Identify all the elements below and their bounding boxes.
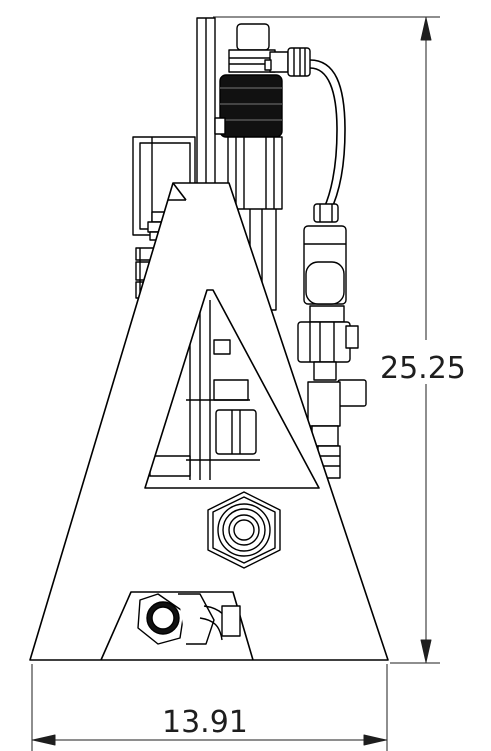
flexible-hose bbox=[309, 59, 346, 213]
right-valve-assembly bbox=[297, 203, 367, 479]
height-dimension bbox=[213, 16, 440, 664]
height-dimension-label: 25.25 bbox=[380, 351, 466, 386]
solenoid-coil bbox=[219, 74, 283, 138]
a-frame-stand bbox=[29, 182, 389, 661]
width-dimension-label: 13.91 bbox=[162, 705, 248, 740]
internal-assembly bbox=[149, 300, 260, 480]
inlet-port-hex bbox=[207, 491, 281, 569]
solenoid-outlet-fitting bbox=[264, 47, 311, 77]
width-dimension bbox=[31, 664, 388, 751]
bottom-elbow-fitting bbox=[137, 593, 241, 645]
solenoid-valve bbox=[214, 23, 283, 210]
vertical-post bbox=[196, 17, 216, 194]
